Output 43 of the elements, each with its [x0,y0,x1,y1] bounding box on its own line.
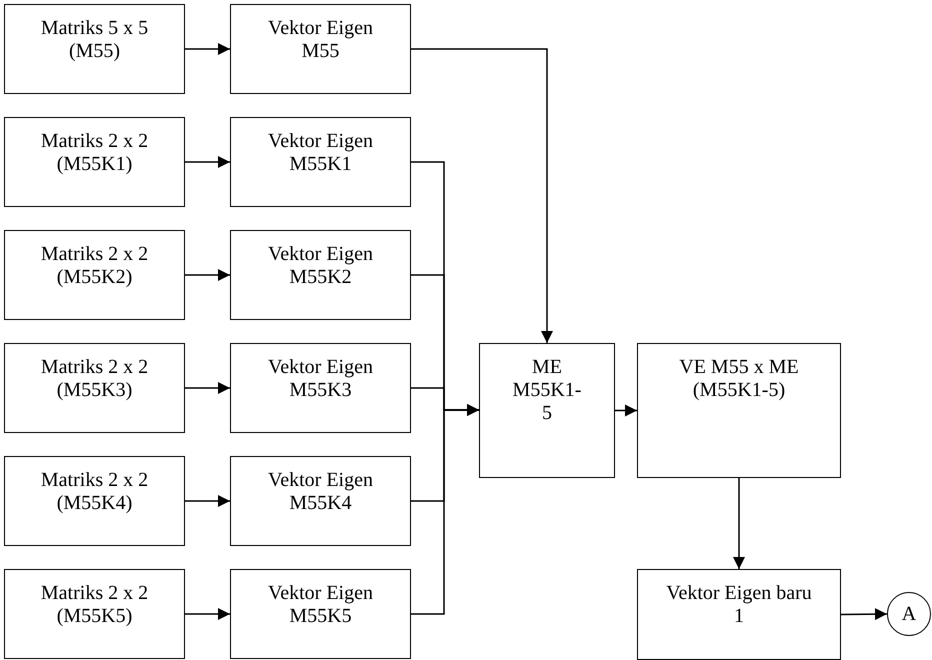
process-box [4,4,185,94]
arrow [411,48,553,343]
box-label: Vektor Eigen M55K4 [267,469,374,515]
arrow [185,43,230,55]
process-box [230,456,411,546]
process-box [637,343,841,478]
box-label: Vektor Eigen baru 1 [665,582,813,628]
process-box [4,117,185,207]
process-box [230,569,411,659]
connector-circle [887,592,931,636]
box-label: Vektor Eigen M55K3 [267,356,374,402]
arrow [185,156,230,168]
arrow [411,404,479,615]
process-box [230,4,411,94]
process-box [230,343,411,433]
arrow [733,478,745,569]
box-label: Matriks 2 x 2 (M55K5) [40,582,150,628]
box-label: Vektor Eigen M55 [267,17,374,63]
arrow [185,269,230,281]
process-box [230,117,411,207]
process-box [4,230,185,320]
box-label: Vektor Eigen M55K1 [267,130,374,176]
box-label: Matriks 5 x 5 (M55) [40,17,150,63]
box-label: Vektor Eigen M55K2 [267,243,374,289]
box-label: VE M55 x ME (M55K1-5) [678,356,800,402]
arrow [841,608,887,620]
box-label: Matriks 2 x 2 (M55K3) [40,356,150,402]
arrow [185,608,230,620]
arrow [185,382,230,394]
process-box [230,230,411,320]
box-label: Matriks 2 x 2 (M55K1) [40,130,150,176]
process-box [637,569,841,660]
process-box [479,343,615,478]
box-label: Vektor Eigen M55K5 [267,582,374,628]
process-box [4,569,185,659]
arrow [615,404,637,416]
arrow [185,495,230,507]
box-label: ME M55K1-5 [512,356,582,425]
process-box [4,343,185,433]
box-label: A [902,602,916,626]
box-label: Matriks 2 x 2 (M55K4) [40,469,150,515]
box-label: Matriks 2 x 2 (M55K2) [40,243,150,289]
process-box [4,456,185,546]
